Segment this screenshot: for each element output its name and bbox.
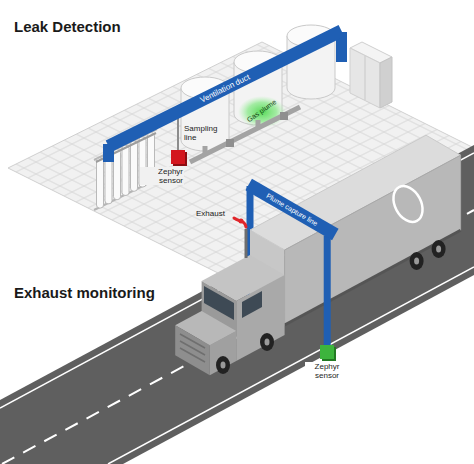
sensor-label: Zephyr sensor <box>305 362 349 380</box>
wheel <box>414 258 419 265</box>
zephyr-sensor: Zephyr sensor <box>171 150 185 164</box>
cabinet <box>365 56 366 100</box>
trailer <box>285 155 461 325</box>
duct-label: Ventilation duct <box>106 24 345 151</box>
duct-label: Plume capture line <box>245 178 338 239</box>
cabinet <box>350 42 392 108</box>
pipe <box>256 120 261 128</box>
zephyr-sensor: Zephyr sensor <box>320 345 334 359</box>
sampling-line <box>177 117 179 150</box>
plume-capture-line: Plume capture line <box>245 178 338 239</box>
section-title: Exhaust monitoring <box>14 284 155 302</box>
gas-plume <box>238 96 286 128</box>
trailer <box>388 181 429 227</box>
exhaust-plume <box>239 219 244 224</box>
connector-group <box>178 117 327 345</box>
pipe <box>203 146 208 154</box>
wheel <box>265 339 270 346</box>
truck-cab <box>180 341 205 355</box>
section-title: Leak Detection <box>14 18 121 36</box>
pipe <box>226 139 234 147</box>
wheel <box>216 356 230 374</box>
plume-label: Gas plume <box>246 98 279 124</box>
truck-cab <box>204 286 234 320</box>
truck-cab <box>180 334 205 348</box>
wheel <box>432 240 446 258</box>
truck-cab <box>175 325 210 375</box>
cylinder-rack <box>122 145 129 195</box>
line-label: Sampling line <box>183 124 223 142</box>
trailer <box>285 230 461 325</box>
cabinet <box>380 57 392 108</box>
exhaust-stack <box>246 229 247 258</box>
cabinet <box>350 48 380 108</box>
wheel <box>260 333 274 351</box>
road <box>0 145 474 464</box>
cylinder-rack <box>97 158 104 208</box>
road <box>0 145 474 464</box>
exhaust-plume <box>234 218 246 227</box>
exhaust-stack <box>245 229 248 258</box>
cylinder-rack <box>131 141 138 191</box>
exhaust-plume <box>234 218 246 227</box>
ventilation-duct: Ventilation duct <box>106 24 345 151</box>
wheel <box>410 252 424 270</box>
cylinder-rack <box>114 150 121 200</box>
exhaust-label: Exhaust <box>196 209 225 219</box>
capture-line-leg <box>324 236 331 345</box>
truck-cab <box>210 331 236 375</box>
truck-cab <box>242 291 262 318</box>
wheel <box>221 362 226 369</box>
gas-plume <box>238 96 286 128</box>
truck-cab <box>236 275 284 361</box>
pipe <box>280 112 288 120</box>
truck-cab <box>175 255 284 375</box>
wheel <box>216 240 446 374</box>
wheel <box>436 246 441 253</box>
road <box>0 153 474 408</box>
sensor-label: Zephyr sensor <box>140 167 184 185</box>
truck-cab <box>180 348 205 362</box>
